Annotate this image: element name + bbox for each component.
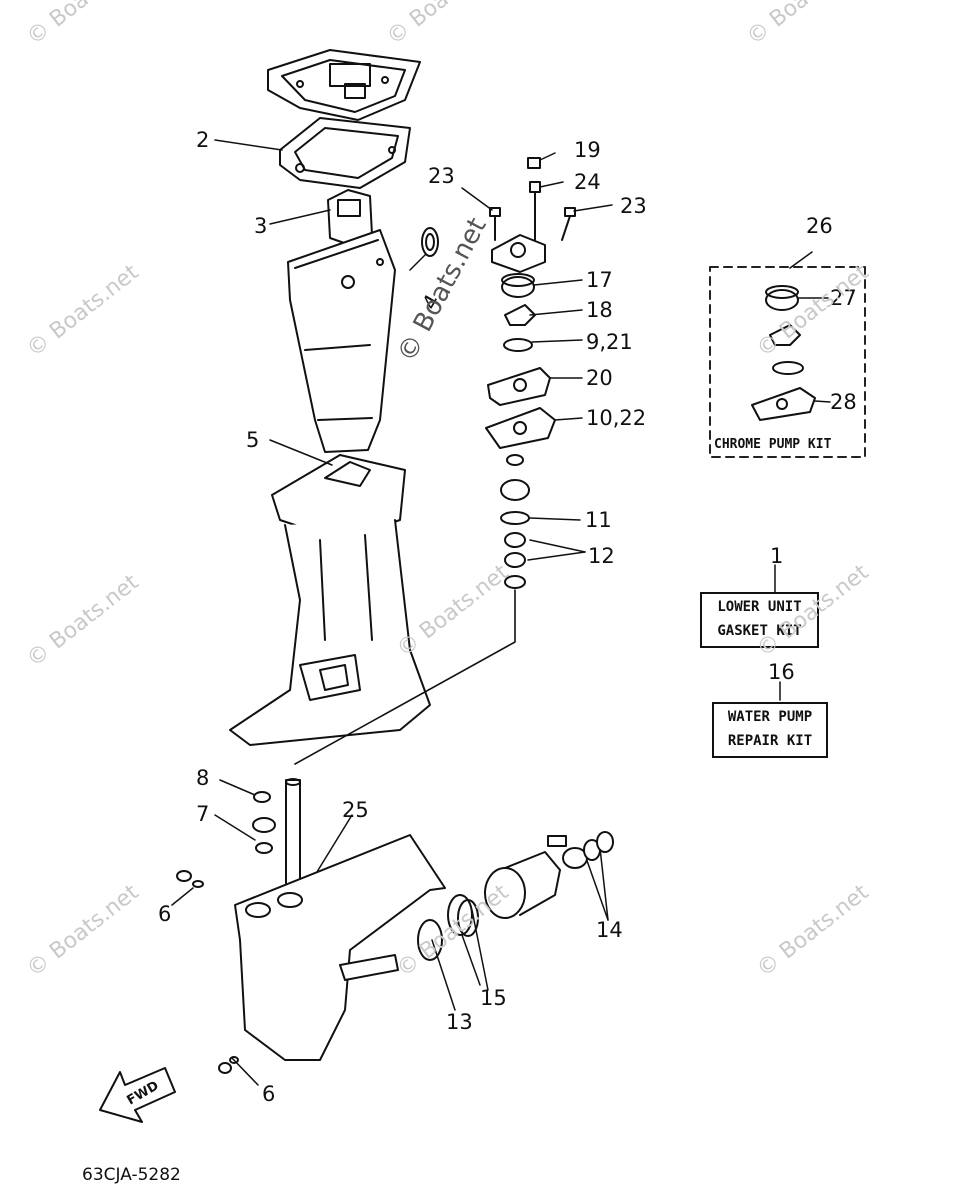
top-cover-plate <box>267 49 421 121</box>
chrome-pump-kit-label: CHROME PUMP KIT <box>714 437 832 452</box>
callout-5: 5 <box>246 428 260 452</box>
lower-unit-kit-line2: GASKET KIT <box>717 623 802 639</box>
callout-6-upper: 6 <box>158 902 172 926</box>
callout-28: 28 <box>830 390 857 414</box>
callout-7: 7 <box>196 802 210 826</box>
callout-17: 17 <box>586 268 613 292</box>
callout-9-21: 9,21 <box>586 330 633 354</box>
upper-casing <box>287 229 396 453</box>
callout-6-lower: 6 <box>262 1082 276 1106</box>
callout-16: 16 <box>768 660 795 684</box>
callout-13: 13 <box>446 1010 473 1034</box>
chrome-pump-kit-parts <box>751 285 816 421</box>
water-pump-repair-kit-box: WATER PUMP REPAIR KIT <box>712 702 828 758</box>
pump-stack <box>294 157 576 765</box>
gear-case <box>176 778 446 1074</box>
callout-26: 26 <box>806 214 833 238</box>
callout-8: 8 <box>196 766 210 790</box>
callout-15: 15 <box>480 986 507 1010</box>
diagram-code: 63CJA-5282 <box>82 1165 181 1185</box>
leader-lines <box>171 139 831 1086</box>
oil-seal <box>421 227 439 257</box>
callout-25: 25 <box>342 798 369 822</box>
callout-23-right: 23 <box>620 194 647 218</box>
lower-casing <box>229 454 431 746</box>
callout-20: 20 <box>586 366 613 390</box>
callout-24: 24 <box>574 170 601 194</box>
callout-23-left: 23 <box>428 164 455 188</box>
lower-unit-gasket-kit-box: LOWER UNIT GASKET KIT <box>700 592 819 648</box>
fwd-arrow <box>99 1067 176 1123</box>
gasket-plate <box>279 117 411 189</box>
callout-11: 11 <box>585 508 612 532</box>
water-pump-kit-line2: REPAIR KIT <box>727 733 813 749</box>
water-pump-kit-line1: WATER PUMP <box>727 709 813 725</box>
prop-shaft-housing <box>417 831 614 961</box>
callout-18: 18 <box>586 298 613 322</box>
callout-27: 27 <box>830 286 857 310</box>
callout-1: 1 <box>770 544 784 568</box>
callout-3: 3 <box>254 214 268 238</box>
lower-unit-kit-line1: LOWER UNIT <box>717 599 802 615</box>
callout-14: 14 <box>596 918 623 942</box>
chrome-pump-kit-box <box>709 266 866 458</box>
callout-19: 19 <box>574 138 601 162</box>
callout-2: 2 <box>196 128 210 152</box>
callout-10-22: 10,22 <box>586 406 647 430</box>
callout-12: 12 <box>588 544 615 568</box>
